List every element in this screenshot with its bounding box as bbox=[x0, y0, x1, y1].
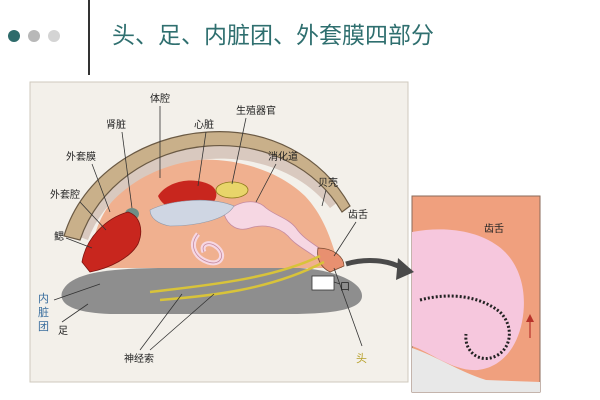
label-nerve-cord: 神经索 bbox=[124, 352, 154, 365]
label-digestive-tract: 消化道 bbox=[268, 150, 298, 163]
leader-visceral bbox=[53, 283, 101, 301]
shell bbox=[63, 131, 351, 241]
label-kidney: 肾脏 bbox=[106, 118, 126, 131]
slide-title: 头、足、内脏团、外套膜四部分 bbox=[112, 23, 434, 49]
leader-gonad bbox=[231, 117, 247, 185]
inset-connector-arrowhead bbox=[396, 258, 414, 280]
leader-heart bbox=[197, 131, 207, 187]
leader-nerve-1 bbox=[139, 293, 183, 351]
bullet-dot-1 bbox=[8, 30, 20, 42]
leader-foot bbox=[61, 303, 89, 323]
leader-shell bbox=[321, 189, 327, 207]
leader-mouth bbox=[333, 281, 341, 285]
title-divider bbox=[88, 0, 90, 75]
nerve-cord-1 bbox=[149, 254, 321, 294]
leader-digestive bbox=[255, 163, 277, 203]
label-gill: 鳃 bbox=[54, 230, 64, 243]
leader-kidney bbox=[121, 131, 133, 209]
label-body-cavity: 体腔 bbox=[150, 92, 170, 105]
gonad bbox=[215, 181, 249, 199]
label-head: 头 bbox=[356, 352, 367, 365]
bullet-dot-3 bbox=[48, 30, 60, 42]
leader-gill bbox=[65, 237, 93, 249]
digestive-loop-outline bbox=[193, 233, 222, 264]
label-mantle: 外套膜 bbox=[66, 150, 96, 163]
bullet-dot-2 bbox=[28, 30, 40, 42]
mouth-marker bbox=[311, 275, 335, 291]
radula-inset-arrowhead bbox=[526, 314, 534, 322]
leader-mantle bbox=[91, 163, 111, 213]
label-mantle-cavity: 外套腔 bbox=[50, 188, 80, 201]
radula-inset-teeth bbox=[419, 294, 511, 360]
label-visceral-mass-3: 团 bbox=[38, 320, 49, 333]
label-shell: 贝壳 bbox=[318, 176, 338, 189]
radula-inset-lower bbox=[412, 348, 540, 392]
label-radula: 齿舌 bbox=[348, 209, 368, 221]
leader-nerve-2 bbox=[149, 293, 215, 351]
gill bbox=[81, 211, 142, 273]
label-foot: 足 bbox=[58, 325, 68, 337]
leader-radula bbox=[333, 221, 357, 257]
label-visceral-mass-1: 内 bbox=[38, 291, 49, 305]
label-radula-inset: 齿舌 bbox=[484, 223, 504, 235]
label-gonad: 生殖器官 bbox=[236, 104, 276, 117]
label-visceral-mass-2: 脏 bbox=[38, 306, 49, 319]
radula-inset-tissue bbox=[412, 229, 524, 371]
pericardial-cavity bbox=[149, 199, 235, 227]
leader-mantle-cavity bbox=[79, 201, 107, 231]
label-mouth: 口 bbox=[340, 282, 350, 293]
leader-head bbox=[333, 267, 363, 347]
foot bbox=[61, 268, 363, 314]
label-heart: 心脏 bbox=[194, 118, 214, 131]
